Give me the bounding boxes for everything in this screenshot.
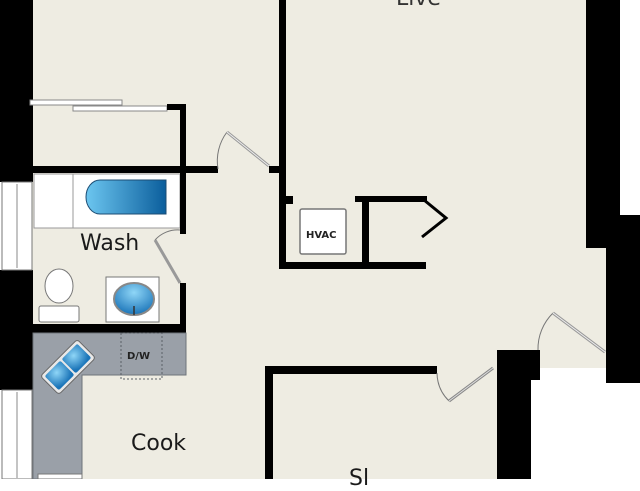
kitchen-sink-icon <box>41 340 95 394</box>
wall-sleep-top <box>265 366 437 374</box>
closet-slider-2 <box>72 105 168 112</box>
wall-left-middle <box>0 270 33 390</box>
door-swing-arc-closet <box>216 131 228 170</box>
wall-right-step <box>606 215 640 383</box>
door-leaf-bath <box>153 239 182 284</box>
door-leaf-entry-inner <box>552 312 606 353</box>
wall-hvac-top <box>355 196 427 202</box>
door-swing-arc-entry <box>537 312 554 351</box>
room-label-live: Live <box>396 0 441 11</box>
wall-bath-right-upper <box>180 170 186 230</box>
counter-bottom-edge <box>37 473 83 479</box>
closet-slider-1 <box>29 99 123 106</box>
wall-bath-right-lower <box>180 283 186 330</box>
room-label-wash: Wash <box>80 231 140 256</box>
dishwasher-label: D/W <box>127 351 150 362</box>
wall-sleep-right <box>497 350 531 479</box>
bifold-door <box>421 198 449 239</box>
door-swing-arc-sleep <box>436 372 450 402</box>
wall-stub-right <box>269 166 283 173</box>
dishwasher <box>120 332 163 380</box>
hvac-label: HVAC <box>306 230 337 241</box>
toilet-bowl <box>44 268 74 304</box>
wall-live-nub <box>286 196 293 204</box>
door-leaf-closet-inner <box>226 131 270 167</box>
wall-sleep-left <box>265 366 273 479</box>
closet-wall-right <box>167 104 186 110</box>
door-swing-arc-bath <box>154 229 181 241</box>
floor-plan <box>0 0 640 479</box>
wall-hvac-bottom <box>279 262 426 269</box>
door-leaf-sleep-inner <box>448 367 494 402</box>
wall-left-upper <box>0 0 33 182</box>
wall-right-upper <box>586 0 620 248</box>
bathtub-icon <box>85 179 167 215</box>
exterior-bottom-right <box>530 368 640 479</box>
wall-bath-kitchen <box>30 324 186 333</box>
room-label-cook: Cook <box>131 431 187 456</box>
exterior-right-top <box>620 0 640 215</box>
hvac-unit <box>299 208 347 255</box>
wall-live-left <box>279 0 286 268</box>
toilet-tank <box>38 305 80 323</box>
wall-hvac-right <box>362 196 369 266</box>
wall-closet-bath <box>30 166 218 173</box>
